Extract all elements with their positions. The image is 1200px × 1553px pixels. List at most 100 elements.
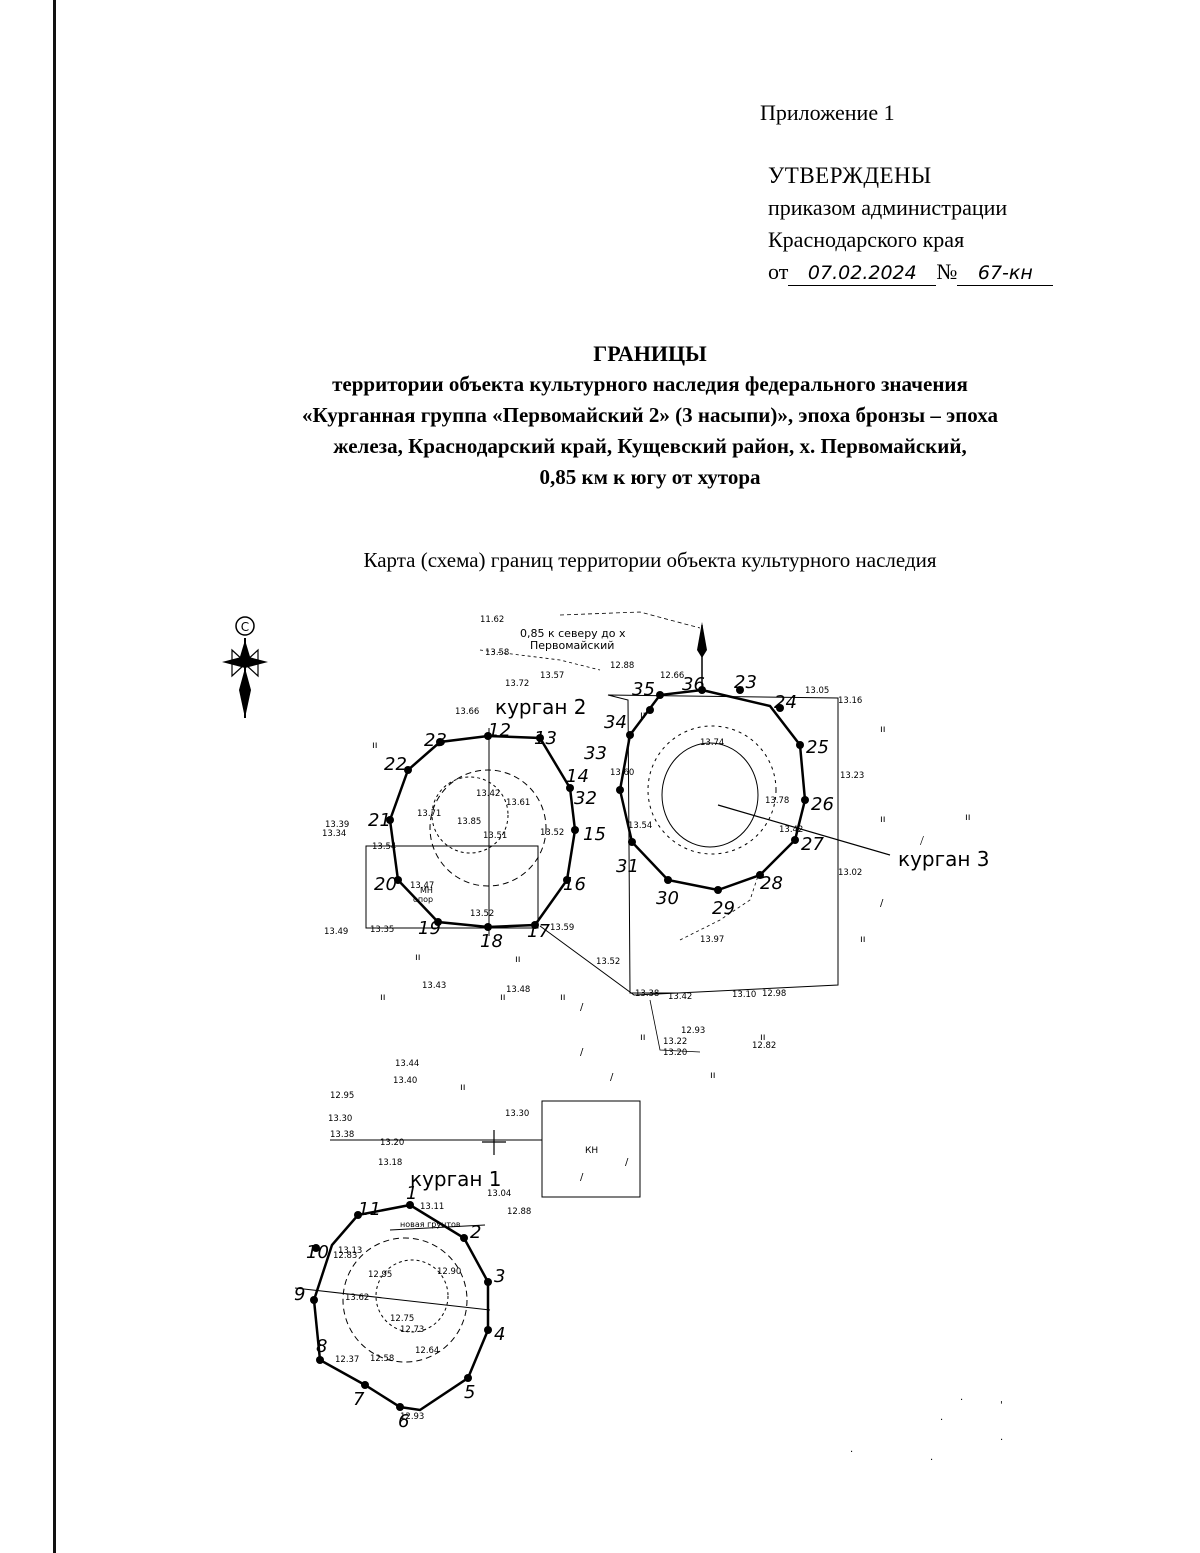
- elevation-mark: 13.42: [476, 789, 500, 799]
- boundary-point-number: 28: [760, 873, 783, 894]
- boundary-point-number: 32: [574, 788, 597, 809]
- elevation-mark: 13.52: [540, 828, 564, 838]
- elevation-mark: 13.61: [506, 798, 530, 808]
- elevation-mark: 12.95: [330, 1091, 354, 1101]
- elevation-mark: 13.34: [322, 829, 346, 839]
- order-line-1: приказом администрации: [768, 195, 1008, 220]
- elevation-mark: 13.52: [470, 909, 494, 919]
- elevation-mark: 12.93: [681, 1026, 705, 1036]
- svg-text:ıı: ıı: [710, 1070, 716, 1081]
- boundary-point-number: 26: [811, 794, 834, 815]
- boundary-point-number: 10: [306, 1242, 329, 1263]
- elevation-mark: 12.95: [368, 1270, 392, 1280]
- boundary-point: [536, 734, 544, 742]
- svg-text:/: /: [580, 1002, 584, 1013]
- kurgan-1-label: курган 1: [410, 1167, 502, 1191]
- north-arrow-icon: [697, 622, 707, 690]
- boundary-point-number: 15: [583, 824, 606, 845]
- boundary-point: [484, 1278, 492, 1286]
- elevation-mark: 13.10: [732, 990, 756, 1000]
- elevation-mark: 13.04: [487, 1189, 511, 1199]
- elevation-mark: 13.59: [550, 923, 574, 933]
- elevation-mark: 12.88: [507, 1207, 531, 1217]
- compass-rose-icon: С: [222, 616, 268, 718]
- svg-text:ıı: ıı: [560, 992, 566, 1003]
- boundary-point-number: 13: [534, 728, 557, 749]
- boundary-point-number: 24: [774, 692, 797, 713]
- boundary-point-number: 33: [584, 743, 607, 764]
- svg-text:ıı: ıı: [965, 812, 971, 823]
- elevation-mark: 13.02: [838, 868, 862, 878]
- boundary-point: [386, 816, 394, 824]
- boundary-point-number: 6: [398, 1411, 409, 1432]
- boundary-point: [460, 1234, 468, 1242]
- elevation-mark: 13.43: [422, 981, 446, 991]
- boundary-point: [484, 732, 492, 740]
- kurgan-1-area: курган 1 КН новая грунтов: [294, 1100, 641, 1412]
- boundary-point-number: 25: [806, 737, 829, 758]
- boundary-point-number: 27: [801, 834, 824, 855]
- elevation-mark: 13.35: [370, 925, 394, 935]
- boundary-point-number: 35: [632, 679, 655, 700]
- boundary-point-number: 23: [734, 672, 757, 693]
- svg-text:.: .: [930, 1452, 933, 1463]
- boundary-point-number: 17: [527, 921, 550, 942]
- boundary-point-number: 8: [316, 1336, 327, 1357]
- elevation-mark: 13.54: [628, 821, 652, 831]
- elevation-mark: 13.20: [663, 1048, 687, 1058]
- elevation-mark: 13.71: [417, 809, 441, 819]
- elevation-mark: 13.62: [345, 1293, 369, 1303]
- map-subtitle: Карта (схема) границ территории объекта …: [363, 548, 937, 572]
- order-date: 07.02.2024: [788, 261, 937, 286]
- elevation-mark: 13.39: [325, 820, 349, 830]
- road-label: новая грунтов: [400, 1220, 461, 1229]
- elevation-mark: 13.23: [840, 771, 864, 781]
- elevation-mark: 13.66: [455, 707, 479, 717]
- boundary-point-number: 12: [488, 720, 511, 741]
- boundary-point: [791, 836, 799, 844]
- title-line-4: 0,85 км к югу от хутора: [539, 465, 761, 489]
- svg-text:ıı: ıı: [880, 814, 886, 825]
- boundary-point: [646, 706, 654, 714]
- svg-text:ıı: ıı: [880, 724, 886, 735]
- svg-text:.: .: [960, 1392, 963, 1403]
- svg-text:/: /: [580, 1172, 584, 1183]
- elevation-mark: 13.49: [324, 927, 348, 937]
- boundary-point: [736, 686, 744, 694]
- elevation-mark: 13.42: [779, 825, 803, 835]
- boundary-point: [406, 1201, 414, 1209]
- elevation-mark: 12.88: [610, 661, 634, 671]
- boundary-point-number: 22: [384, 754, 407, 775]
- boundary-point: [801, 796, 809, 804]
- svg-text:ıı: ıı: [500, 992, 506, 1003]
- boundary-point: [714, 886, 722, 894]
- boundary-point-number: 14: [566, 766, 589, 787]
- elevation-mark: 13.42: [668, 992, 692, 1002]
- boundary-point: [464, 1374, 472, 1382]
- svg-text:ıı: ıı: [760, 1032, 766, 1043]
- svg-text:ıı: ıı: [860, 934, 866, 945]
- kurgan-3-label: курган 3: [898, 847, 990, 871]
- north-note-2: Первомайский: [530, 639, 614, 652]
- boundary-point: [563, 876, 571, 884]
- boundary-point-number: 3: [494, 1266, 505, 1287]
- elevation-mark: 13.72: [505, 679, 529, 689]
- annex-label: Приложение 1: [760, 100, 895, 125]
- elevation-mark: 13.38: [330, 1130, 354, 1140]
- boundary-point: [404, 766, 412, 774]
- elevation-mark: 13.13: [338, 1246, 362, 1256]
- boundary-point-number: 36: [682, 674, 705, 695]
- svg-text:ıı: ıı: [460, 1082, 466, 1093]
- elevation-mark: 13.52: [596, 957, 620, 967]
- elevation-mark: 13.48: [506, 985, 530, 995]
- number-prefix: №: [936, 259, 958, 284]
- boundary-point: [796, 741, 804, 749]
- boundary-point: [531, 921, 539, 929]
- elevation-mark: 13.05: [805, 686, 829, 696]
- elevation-mark: 13.85: [457, 817, 481, 827]
- boundary-point: [316, 1356, 324, 1364]
- pipeline-label: МН: [420, 886, 433, 895]
